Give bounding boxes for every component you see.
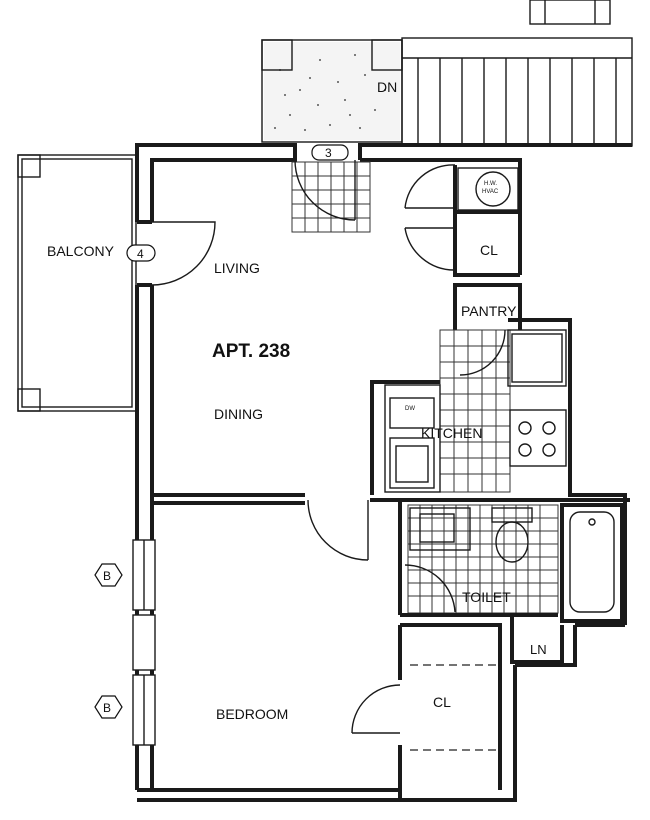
closet-top: CL [404, 212, 520, 277]
hvac-closet: H.W. HVAC [404, 164, 520, 214]
kitchen: DW KITCHEN [370, 329, 567, 495]
linen-closet: LN [510, 615, 564, 664]
hvac-label-1: H.W. [484, 181, 497, 187]
pantry-label: PANTRY [461, 303, 517, 319]
balcony-door: 4 [126, 221, 216, 286]
window-tag-1: B [94, 563, 123, 587]
kitchen-label: KITCHEN [421, 425, 482, 441]
exterior-walls [132, 143, 632, 802]
svg-text:B: B [103, 569, 111, 583]
dining-label: DINING [214, 406, 263, 422]
balcony-label: BALCONY [47, 243, 115, 259]
closet-top-label: CL [480, 242, 498, 258]
svg-text:B: B [103, 701, 111, 715]
toilet-label: TOILET [462, 589, 511, 605]
balcony-door-tag: 4 [137, 247, 144, 261]
bedroom-closet: CL [351, 623, 502, 790]
window-tag-2: B [94, 695, 123, 719]
apartment-number: APT. 238 [212, 341, 290, 362]
bathroom: TOILET [400, 503, 624, 623]
entry-foyer [291, 159, 371, 233]
hvac-label-2: HVAC [482, 189, 499, 195]
closet-bottom-label: CL [433, 694, 451, 710]
bedroom-label: BEDROOM [216, 706, 288, 722]
bedroom-wall [152, 493, 630, 615]
stair-down-label: DN [377, 79, 397, 95]
svg-text:3: 3 [325, 146, 332, 160]
living-label: LIVING [214, 260, 260, 276]
entry-door-tag: 3 [311, 144, 349, 161]
stairs [401, 0, 633, 147]
pantry: PANTRY [453, 283, 522, 330]
stair-landing: DN [261, 39, 403, 143]
linen-label: LN [530, 642, 547, 657]
balcony: BALCONY [17, 154, 137, 412]
dishwasher-label: DW [405, 406, 415, 412]
